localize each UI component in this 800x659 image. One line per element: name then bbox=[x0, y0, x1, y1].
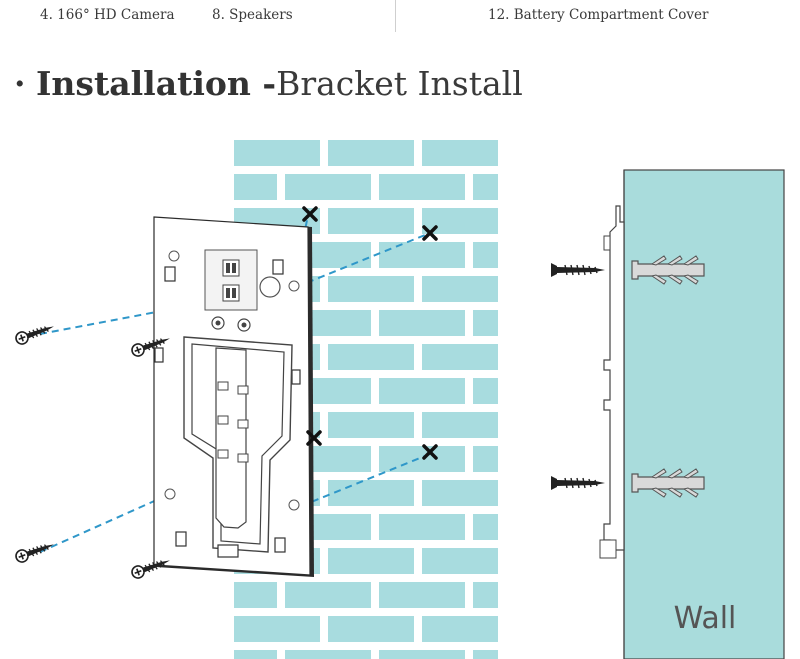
screw-icon bbox=[13, 319, 57, 347]
brick bbox=[422, 140, 498, 166]
brick bbox=[379, 174, 465, 200]
brick bbox=[234, 582, 277, 608]
brick bbox=[473, 514, 498, 540]
bracket-install-diagram: Wall bbox=[13, 140, 785, 659]
mounting-bracket bbox=[153, 216, 314, 577]
heading-light-part: Bracket Install bbox=[276, 64, 523, 103]
brick bbox=[234, 650, 277, 659]
brick bbox=[379, 514, 465, 540]
feature-list-strip: 4. 166° HD Camera 8. Speakers 12. Batter… bbox=[0, 0, 800, 34]
brick bbox=[473, 378, 498, 404]
brick bbox=[328, 276, 414, 302]
feature-item-4: 4. 166° HD Camera bbox=[40, 7, 175, 23]
brick bbox=[328, 412, 414, 438]
brick bbox=[473, 242, 498, 268]
brick bbox=[328, 140, 414, 166]
brick bbox=[328, 548, 414, 574]
brick bbox=[379, 582, 465, 608]
brick bbox=[234, 174, 277, 200]
brick bbox=[379, 310, 465, 336]
brick bbox=[422, 480, 498, 506]
brick bbox=[422, 548, 498, 574]
brick bbox=[328, 208, 414, 234]
brick bbox=[422, 344, 498, 370]
wall-label: Wall bbox=[674, 601, 737, 636]
brick bbox=[422, 412, 498, 438]
brick bbox=[328, 480, 414, 506]
brick bbox=[234, 616, 320, 642]
brick bbox=[473, 582, 498, 608]
screw-icon bbox=[550, 475, 606, 491]
brick bbox=[379, 446, 465, 472]
heading-bold-part: Installation - bbox=[36, 64, 277, 103]
brick bbox=[422, 276, 498, 302]
feature-item-8: 8. Speakers bbox=[212, 7, 293, 23]
column-divider bbox=[395, 0, 396, 32]
section-heading: · Installation -Bracket Install bbox=[14, 64, 523, 103]
screw-icon bbox=[13, 537, 57, 565]
brick bbox=[473, 446, 498, 472]
brick bbox=[234, 140, 320, 166]
brick bbox=[285, 582, 371, 608]
heading-bullet: · bbox=[14, 64, 26, 103]
brick bbox=[379, 378, 465, 404]
brick bbox=[328, 344, 414, 370]
brick bbox=[473, 650, 498, 659]
brick bbox=[379, 650, 465, 659]
side-view: Wall bbox=[550, 169, 785, 659]
brick bbox=[422, 616, 498, 642]
brick bbox=[473, 310, 498, 336]
brick bbox=[285, 650, 371, 659]
brick bbox=[473, 174, 498, 200]
feature-item-12: 12. Battery Compartment Cover bbox=[488, 7, 709, 23]
screw-icon bbox=[550, 262, 606, 278]
brick bbox=[285, 174, 371, 200]
brick bbox=[379, 242, 465, 268]
brick bbox=[328, 616, 414, 642]
